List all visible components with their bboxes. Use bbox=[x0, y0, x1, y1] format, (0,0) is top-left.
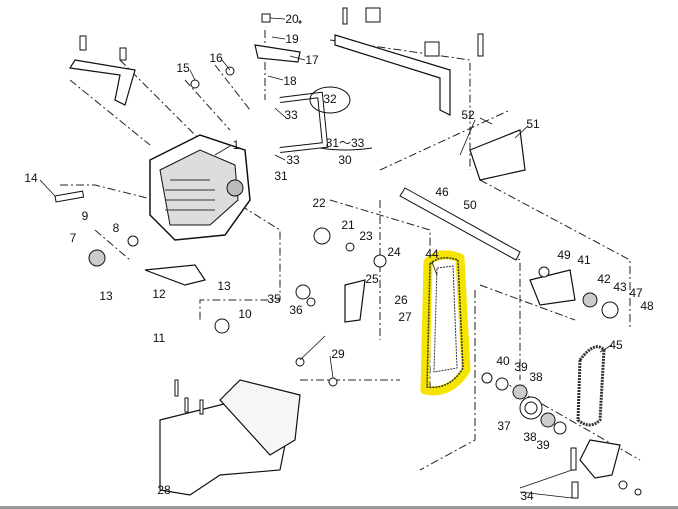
frame-border bbox=[0, 506, 678, 509]
callout-circle bbox=[309, 86, 351, 114]
part-callout: 18 bbox=[283, 74, 297, 88]
part-callout: 8 bbox=[112, 221, 120, 235]
part-callout: 22 bbox=[312, 196, 326, 210]
part-callout: 42 bbox=[597, 272, 611, 286]
part-callout: 16 bbox=[209, 51, 223, 65]
part-callout: 38 bbox=[529, 370, 543, 384]
part-callout: 26 bbox=[394, 293, 408, 307]
part-callout: 31～33 bbox=[325, 136, 365, 150]
part-callout: 28 bbox=[157, 483, 171, 497]
part-callout: 51 bbox=[526, 117, 540, 131]
part-callout: 13 bbox=[99, 289, 113, 303]
part-callout: 13 bbox=[217, 279, 231, 293]
part-callout: 23 bbox=[359, 229, 373, 243]
part-callout: 15 bbox=[176, 61, 190, 75]
part-callout: 20 bbox=[285, 12, 299, 26]
transmission-housing bbox=[149, 134, 251, 241]
part-callout: 11 bbox=[152, 331, 166, 345]
part-callout: 35 bbox=[267, 292, 281, 306]
part-callout: 34 bbox=[520, 489, 534, 503]
part-callout: 32 bbox=[323, 92, 337, 106]
part-callout: 38 bbox=[523, 430, 537, 444]
part-callout: 49 bbox=[557, 248, 571, 262]
part-callout: 30 bbox=[338, 153, 352, 167]
part-callout: 10 bbox=[238, 307, 252, 321]
part-callout: 44 bbox=[425, 247, 439, 261]
part-callout: 36 bbox=[289, 303, 303, 317]
highlighted-chain-44 bbox=[420, 250, 471, 396]
part-callout: 29 bbox=[331, 347, 345, 361]
part-callout: 7 bbox=[69, 231, 77, 245]
part-callout: 33 bbox=[286, 153, 300, 167]
part-callout: 39 bbox=[536, 438, 550, 452]
part-callout: 40 bbox=[496, 354, 510, 368]
part-callout: 17 bbox=[305, 53, 319, 67]
part-callout: 19 bbox=[285, 32, 299, 46]
part-callout: 47 bbox=[629, 286, 643, 300]
part-callout: 41 bbox=[577, 253, 591, 267]
shaft bbox=[399, 187, 521, 261]
pipe bbox=[279, 91, 329, 153]
part-callout: 50 bbox=[463, 198, 477, 212]
part-callout: 39 bbox=[514, 360, 528, 374]
part-callout: 12 bbox=[152, 287, 166, 301]
part-callout: 48 bbox=[640, 299, 654, 313]
part-callout: 52 bbox=[461, 108, 475, 122]
part-callout: 45 bbox=[609, 338, 623, 352]
part-callout: 14 bbox=[24, 171, 38, 185]
part-callout: 24 bbox=[387, 245, 401, 259]
small-parts bbox=[54, 7, 642, 499]
part-callout: 9 bbox=[81, 209, 89, 223]
chain-45 bbox=[576, 345, 606, 427]
bracket-mark bbox=[319, 147, 373, 151]
part-callout: 37 bbox=[497, 419, 511, 433]
brackets bbox=[69, 34, 621, 496]
part-callout: 31 bbox=[274, 169, 288, 183]
part-callout: 33 bbox=[284, 108, 298, 122]
leader-lines bbox=[39, 17, 613, 499]
part-callout: 1 bbox=[232, 138, 240, 152]
part-callout: 21 bbox=[341, 218, 355, 232]
part-callout: 25 bbox=[365, 272, 379, 286]
part-callout: 43 bbox=[613, 280, 627, 294]
part-callout: 46 bbox=[435, 185, 449, 199]
part-callout: 27 bbox=[398, 310, 412, 324]
